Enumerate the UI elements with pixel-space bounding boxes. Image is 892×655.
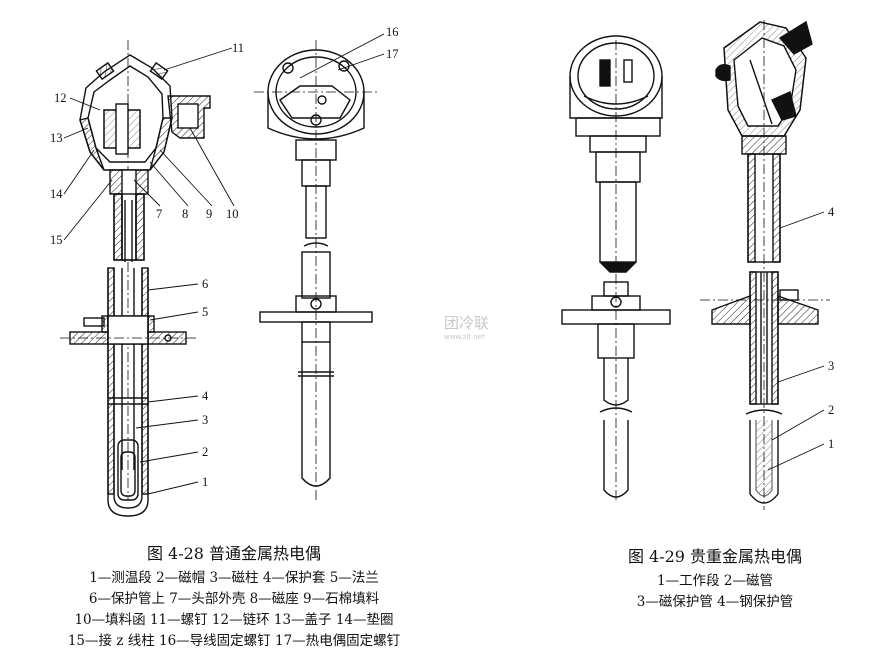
watermark: 团冷联 www.zlt.net xyxy=(444,312,489,341)
callout-12: 12 xyxy=(54,91,67,105)
callout-7: 7 xyxy=(156,207,162,221)
fig28-legend-line-2: 6—保护管上 7—头部外壳 8—磁座 9—石棉填料 xyxy=(88,591,380,607)
fig29-callout-1: 1 xyxy=(828,437,834,451)
callout-9: 9 xyxy=(206,207,212,221)
callout-15: 15 xyxy=(50,233,63,247)
callout-1: 1 xyxy=(202,475,208,489)
callout-10: 10 xyxy=(226,207,239,221)
callout-labels: 1 2 3 4 5 6 7 8 9 10 11 12 13 14 15 16 1… xyxy=(50,25,835,489)
fig29-callout-2: 2 xyxy=(828,403,834,417)
callout-14: 14 xyxy=(50,187,63,201)
fig28-legend-line-3: 10—填料函 11—螺钉 12—链环 13—盖子 14—垫圈 xyxy=(74,612,394,628)
callout-2: 2 xyxy=(202,445,208,459)
callout-16: 16 xyxy=(386,25,399,39)
callout-13: 13 xyxy=(50,131,63,145)
callout-5: 5 xyxy=(202,305,208,319)
fig28-callouts xyxy=(63,33,385,495)
callout-6: 6 xyxy=(202,277,208,291)
fig28-external-view xyxy=(254,40,378,500)
fig29-title: 图 4-29 贵重金属热电偶 xyxy=(627,547,803,566)
callout-11: 11 xyxy=(232,41,244,55)
fig29-caption: 图 4-29 贵重金属热电偶 1—工作段 2—磁管 3—磁保护管 4—钢保护管 xyxy=(590,543,840,613)
fig28-title: 图 4-28 普通金属热电偶 xyxy=(146,544,322,563)
fig29-section-view xyxy=(700,20,830,510)
fig29-callout-3: 3 xyxy=(828,359,834,373)
fig29-callouts xyxy=(767,211,825,471)
fig29-legend-line-2: 3—磁保护管 4—钢保护管 xyxy=(636,594,794,610)
fig29-section-flange xyxy=(711,294,751,325)
watermark-main: 团冷联 xyxy=(444,314,490,332)
callout-3: 3 xyxy=(202,413,208,427)
fig28-legend-line-4: 15—接 z 线柱 16—导线固定螺钉 17—热电偶固定螺钉 xyxy=(67,633,401,649)
callout-8: 8 xyxy=(182,207,188,221)
fig29-external-view xyxy=(561,35,671,500)
watermark-sub: www.zlt.net xyxy=(444,333,485,341)
callout-17: 17 xyxy=(386,47,399,61)
fig28-caption: 图 4-28 普通金属热电偶 1—测温段 2—磁帽 3—磁柱 4—保护套 5—法… xyxy=(18,540,450,652)
fig29-legend-line-1: 1—工作段 2—磁管 xyxy=(657,573,773,589)
callout-4: 4 xyxy=(202,389,209,403)
fig28-legend-line-1: 1—测温段 2—磁帽 3—磁柱 4—保护套 5—法兰 xyxy=(89,570,379,586)
fig29-callout-4: 4 xyxy=(828,205,835,219)
fig28-section-view xyxy=(60,40,211,517)
